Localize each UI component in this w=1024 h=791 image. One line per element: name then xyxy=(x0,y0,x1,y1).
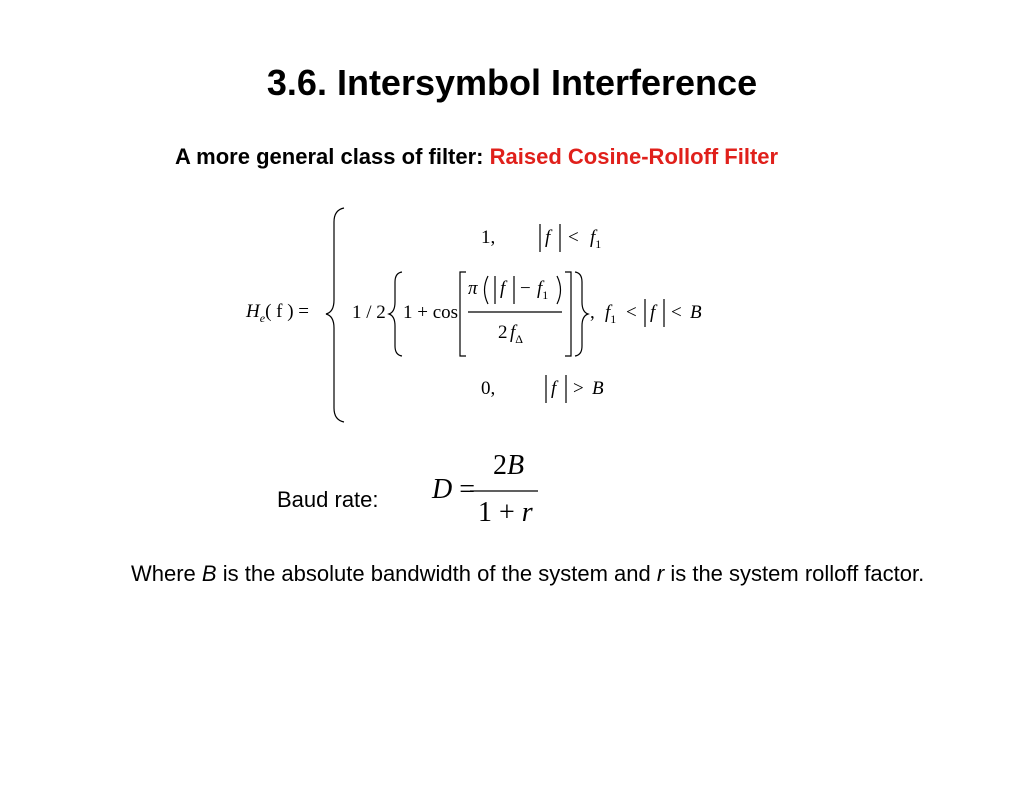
note-part2: is the absolute bandwidth of the system … xyxy=(216,561,657,586)
case2-cond-b: B xyxy=(690,302,702,323)
den-2: 2 xyxy=(498,322,508,343)
case2-cond-f: f xyxy=(650,302,656,323)
page-title: 3.6. Intersymbol Interference xyxy=(266,62,758,103)
filter-lhs: He( f ) = xyxy=(246,301,310,325)
lhs-arg: ( f ) = xyxy=(265,301,310,322)
case1-value: 1, xyxy=(481,227,496,248)
lhs-h: H xyxy=(246,301,260,322)
cond-f1-sub: 1 xyxy=(610,312,617,326)
case3-cond-var: f xyxy=(551,378,557,399)
case2-lt1: < xyxy=(626,302,637,323)
den-sub: Δ xyxy=(515,332,523,346)
subtitle-prefix: A more general class of filter: xyxy=(175,144,490,169)
case3-value: 0, xyxy=(481,378,496,399)
case1-cond-op: < xyxy=(568,227,579,248)
note-part1: Where xyxy=(131,561,202,586)
case2-comma: , xyxy=(590,302,595,323)
case1-cond-var: f xyxy=(545,227,551,248)
case2-one-plus-cos: 1 + cos xyxy=(403,302,459,323)
num-minus: − xyxy=(520,278,531,299)
case2-cond-f1: f1 xyxy=(605,302,617,326)
slide-subtitle: A more general class of filter: Raised C… xyxy=(175,144,778,170)
baud-den-r: r xyxy=(521,497,533,528)
num-f1-f: f xyxy=(537,278,543,299)
den-f-delta: fΔ xyxy=(510,322,523,346)
inner-left-brace xyxy=(387,271,403,357)
num-pi: π xyxy=(468,278,478,299)
baud-eq: = xyxy=(459,474,476,505)
lhs-h-sub: e xyxy=(259,311,266,325)
num-paren-left xyxy=(483,275,489,305)
square-bracket-right xyxy=(565,271,572,357)
inner-right-brace xyxy=(574,271,590,357)
square-bracket-left xyxy=(459,271,466,357)
note-var-b: B xyxy=(201,561,217,586)
case1-cond-rhs: f1 xyxy=(590,227,602,251)
baud-num-b: B xyxy=(507,450,525,481)
case1-rhs-sub: 1 xyxy=(595,237,602,251)
num-paren-right xyxy=(556,275,562,305)
baud-den-1plus: 1 + xyxy=(478,497,515,528)
subtitle-highlight: Raised Cosine-Rolloff Filter xyxy=(489,144,779,169)
case1-rhs-f: f xyxy=(590,227,596,248)
baud-denominator: 1 + r xyxy=(478,497,533,529)
num-f: f xyxy=(500,278,506,299)
baud-numerator: 2B xyxy=(493,450,524,482)
baud-d: D xyxy=(432,474,453,505)
note-var-r: r xyxy=(656,561,665,586)
num-f1-sub: 1 xyxy=(542,288,549,302)
cond-f1-f: f xyxy=(605,302,611,323)
case2-lt2: < xyxy=(671,302,682,323)
big-left-brace xyxy=(325,207,345,423)
den-f: f xyxy=(510,322,516,343)
case2-prefix: 1 / 2 xyxy=(352,302,386,323)
note-part3: is the system rolloff factor. xyxy=(664,561,925,586)
baud-lhs: D = xyxy=(432,474,475,506)
explanation-note: Where B is the absolute bandwidth of the… xyxy=(131,558,931,590)
num-f1: f1 xyxy=(537,278,549,302)
case3-cond-op: > xyxy=(573,378,584,399)
baud-rate-label: Baud rate: xyxy=(277,487,379,512)
baud-num-2: 2 xyxy=(493,450,507,481)
case3-cond-rhs: B xyxy=(592,378,604,399)
